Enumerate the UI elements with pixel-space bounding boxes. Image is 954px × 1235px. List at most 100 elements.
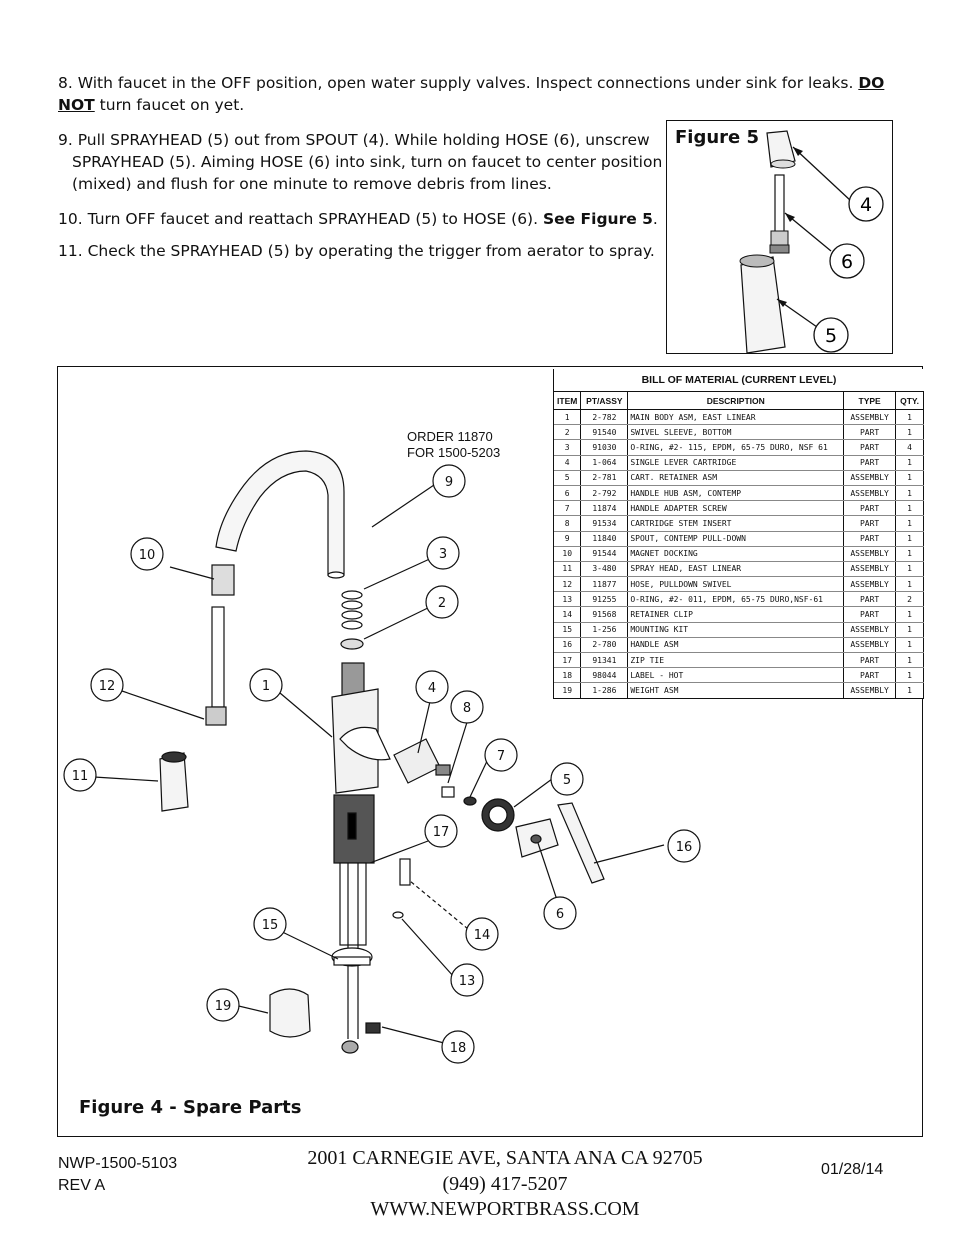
order-note-line2: FOR 1500-5203 — [407, 445, 501, 460]
svg-text:17: 17 — [433, 825, 450, 840]
bom-cell-part: 91341 — [580, 652, 629, 669]
bom-cell-qty: 1 — [895, 652, 924, 669]
callout-8: 8 — [450, 690, 484, 724]
bom-cell-description: HANDLE ASM — [627, 637, 845, 654]
bom-cell-type: ASSEMBLY — [843, 409, 897, 426]
bom-header-description: DESCRIPTION — [627, 392, 845, 410]
bom-cell-qty: 1 — [895, 409, 924, 426]
bom-cell-part: 1-064 — [580, 455, 629, 471]
svg-text:4: 4 — [428, 681, 436, 696]
bom-cell-description: MAGNET DOCKING — [627, 546, 845, 562]
callout-11: 11 — [63, 758, 97, 792]
bom-cell-type: PART — [843, 500, 897, 517]
bom-cell-qty: 1 — [895, 682, 924, 698]
svg-text:16: 16 — [676, 840, 693, 855]
bom-cell-qty: 1 — [895, 531, 924, 547]
step-10-figure-ref: See Figure 5 — [542, 210, 653, 228]
svg-text:1: 1 — [262, 679, 270, 694]
bom-cell-description: SWIVEL SLEEVE, BOTTOM — [627, 424, 845, 441]
step-9-line1: 9. Pull SPRAYHEAD (5) out from SPOUT (4)… — [58, 131, 650, 149]
step-9-line2: SPRAYHEAD (5). Aiming HOSE (6) into sink… — [72, 153, 663, 171]
bom-header-part: PT/ASSY — [580, 392, 629, 410]
bom-cell-description: HANDLE ADAPTER SCREW — [627, 500, 845, 517]
bom-cell-type: PART — [843, 531, 897, 547]
callout-9: 9 — [432, 464, 466, 498]
bom-cell-part: 2-781 — [580, 470, 629, 486]
bom-cell-item: 15 — [554, 622, 582, 638]
bill-of-material: BILL OF MATERIAL (CURRENT LEVEL) ITEM PT… — [553, 369, 924, 699]
bom-cell-description: CART. RETAINER ASM — [627, 470, 845, 486]
bom-cell-type: ASSEMBLY — [843, 470, 897, 486]
callout-4: 4 — [415, 670, 449, 704]
svg-text:15: 15 — [262, 918, 279, 933]
bom-cell-part: 11877 — [580, 576, 629, 593]
svg-text:6: 6 — [556, 907, 564, 922]
callout-10: 10 — [130, 537, 164, 571]
callout-4: 4 — [848, 186, 884, 222]
bom-cell-item: 4 — [554, 455, 582, 471]
bom-cell-part: 11874 — [580, 500, 629, 517]
bom-cell-qty: 1 — [895, 485, 924, 502]
bom-cell-qty: 1 — [895, 515, 924, 532]
step-8-text: 8. With faucet in the OFF position, open… — [58, 74, 854, 92]
svg-text:3: 3 — [439, 547, 447, 562]
document-date: 01/28/14 — [821, 1161, 884, 1178]
svg-text:13: 13 — [459, 974, 476, 989]
bom-cell-part: 2-782 — [580, 409, 629, 426]
callout-7: 7 — [484, 738, 518, 772]
callout-17: 17 — [424, 814, 458, 848]
bom-cell-part: 1-256 — [580, 622, 629, 638]
bom-cell-item: 3 — [554, 439, 582, 456]
bom-cell-item: 13 — [554, 591, 582, 608]
bom-cell-description: O-RING, #2- 115, EPDM, 65-75 DURO, NSF 6… — [627, 439, 845, 456]
step-10-end: . — [652, 210, 658, 228]
bom-cell-description: O-RING, #2- 011, EPDM, 65-75 DURO,NSF-61 — [627, 591, 845, 608]
revision: REV A — [58, 1177, 106, 1194]
bom-cell-item: 7 — [554, 500, 582, 517]
svg-text:12: 12 — [99, 679, 116, 694]
bom-cell-type: PART — [843, 455, 897, 471]
figure-4-box: 9 3 2 10 12 11 1 4 8 7 5 16 6 17 14 13 1… — [57, 366, 924, 1137]
phone: (949) 417-5207 — [442, 1172, 568, 1195]
bom-cell-part: 91568 — [580, 606, 629, 623]
bom-cell-item: 9 — [554, 531, 582, 547]
bom-cell-type: PART — [843, 591, 897, 608]
website: WWW.NEWPORTBRASS.COM — [370, 1198, 640, 1220]
bom-header-item: ITEM — [554, 392, 582, 410]
document-id: NWP-1500-5103 REV A — [58, 1153, 177, 1197]
step-11: 11. Check the SPRAYHEAD (5) by operating… — [58, 240, 664, 262]
bom-cell-qty: 1 — [895, 455, 924, 471]
bom-cell-description: MOUNTING KIT — [627, 622, 845, 638]
svg-text:6: 6 — [841, 251, 853, 273]
step-11-text: 11. Check the SPRAYHEAD (5) by operating… — [58, 242, 655, 260]
exploded-parts-diagram: 9 3 2 10 12 11 1 4 8 7 5 16 6 17 14 13 1… — [63, 450, 701, 1064]
bom-cell-qty: 1 — [895, 546, 924, 562]
svg-text:18: 18 — [450, 1041, 467, 1056]
doc-number: NWP-1500-5103 — [58, 1155, 178, 1172]
bom-header-row: ITEM PT/ASSY DESCRIPTION TYPE QTY. — [554, 392, 924, 410]
bom-cell-qty: 1 — [895, 470, 924, 486]
svg-text:4: 4 — [860, 194, 872, 216]
bom-cell-type: PART — [843, 424, 897, 441]
svg-text:19: 19 — [215, 999, 232, 1014]
bom-cell-part: 91534 — [580, 515, 629, 532]
bom-cell-item: 2 — [554, 424, 582, 441]
bom-cell-type: PART — [843, 652, 897, 669]
company-contact: 2001 CARNEGIE AVE, SANTA ANA CA 92705 (9… — [250, 1146, 760, 1223]
callout-5: 5 — [813, 317, 849, 353]
bom-cell-item: 1 — [554, 409, 582, 426]
step-9: 9. Pull SPRAYHEAD (5) out from SPOUT (4)… — [58, 129, 664, 195]
callout-16: 16 — [667, 829, 701, 863]
step-10: 10. Turn OFF faucet and reattach SPRAYHE… — [58, 208, 664, 230]
bom-cell-description: RETAINER CLIP — [627, 606, 845, 623]
